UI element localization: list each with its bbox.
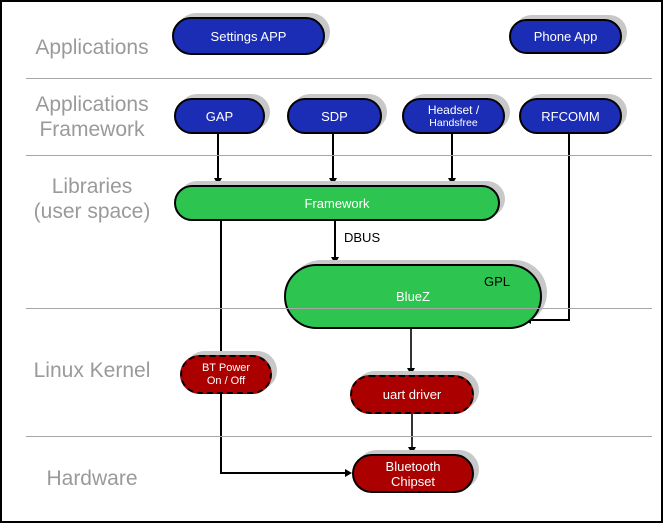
- connector-framework-to-chipset-horizontal: [220, 472, 345, 474]
- arrowhead-to-bluetooth-chipset: [345, 469, 352, 477]
- layer-label-applications-framework: Applications Framework: [35, 93, 149, 141]
- headset-label-line2: Handsfree: [429, 116, 478, 129]
- node-uart-driver: uart driver: [350, 375, 474, 414]
- headset-label-line1: Headset /: [427, 102, 480, 117]
- uart-driver-label: uart driver: [382, 387, 442, 402]
- node-bluetooth-chipset: Bluetooth Chipset: [352, 454, 474, 493]
- arrowhead-headset-to-framework: [448, 178, 456, 185]
- node-settings-app: Settings APP: [172, 17, 325, 55]
- connector-rfcomm-vertical: [568, 133, 570, 321]
- phone-app-label: Phone App: [533, 29, 598, 44]
- layer-label-hardware: Hardware: [46, 467, 138, 490]
- layer-label-applications: Applications: [35, 36, 149, 59]
- divider-line: [26, 78, 652, 79]
- node-headset-handsfree: Headset / Handsfree: [402, 98, 505, 134]
- connector-bluez-to-uart: [410, 329, 412, 370]
- bt-power-label: BT Power On / Off: [201, 361, 251, 387]
- node-rfcomm: RFCOMM: [519, 98, 622, 134]
- divider-line: [26, 155, 652, 156]
- divider-line: [26, 308, 652, 309]
- layer-label-libraries: Libraries (user space): [33, 175, 151, 223]
- node-gap: GAP: [174, 98, 265, 134]
- node-sdp: SDP: [287, 98, 382, 134]
- connector-dbus: [334, 220, 336, 258]
- arrowhead-gap-to-framework: [214, 178, 222, 185]
- bluez-gpl-label: GPL: [483, 274, 510, 289]
- connector-framework-to-chipset-vertical: [220, 220, 222, 474]
- layer-label-linux-kernel: Linux Kernel: [33, 359, 151, 382]
- node-bluez: BlueZ GPL: [284, 264, 542, 329]
- arrowhead-bluez-to-uart: [407, 368, 415, 375]
- bluetooth-chipset-label: Bluetooth Chipset: [385, 458, 441, 489]
- arrowhead-dbus-to-bluez: [331, 257, 339, 264]
- arrowhead-uart-to-chipset: [408, 447, 416, 454]
- rfcomm-label: RFCOMM: [541, 108, 600, 124]
- dbus-label: DBUS: [344, 230, 381, 245]
- node-framework: Framework: [174, 185, 500, 221]
- bluez-label: BlueZ: [396, 289, 430, 304]
- gap-label: GAP: [205, 108, 234, 124]
- sdp-label: SDP: [321, 108, 348, 124]
- connector-rfcomm-horizontal: [531, 319, 570, 321]
- divider-line: [26, 436, 652, 437]
- connector-uart-to-chipset: [411, 414, 413, 449]
- framework-label: Framework: [304, 195, 370, 211]
- arrowhead-sdp-to-framework: [329, 178, 337, 185]
- node-bt-power: BT Power On / Off: [180, 355, 272, 394]
- settings-app-label: Settings APP: [210, 28, 287, 44]
- node-phone-app: Phone App: [509, 19, 622, 54]
